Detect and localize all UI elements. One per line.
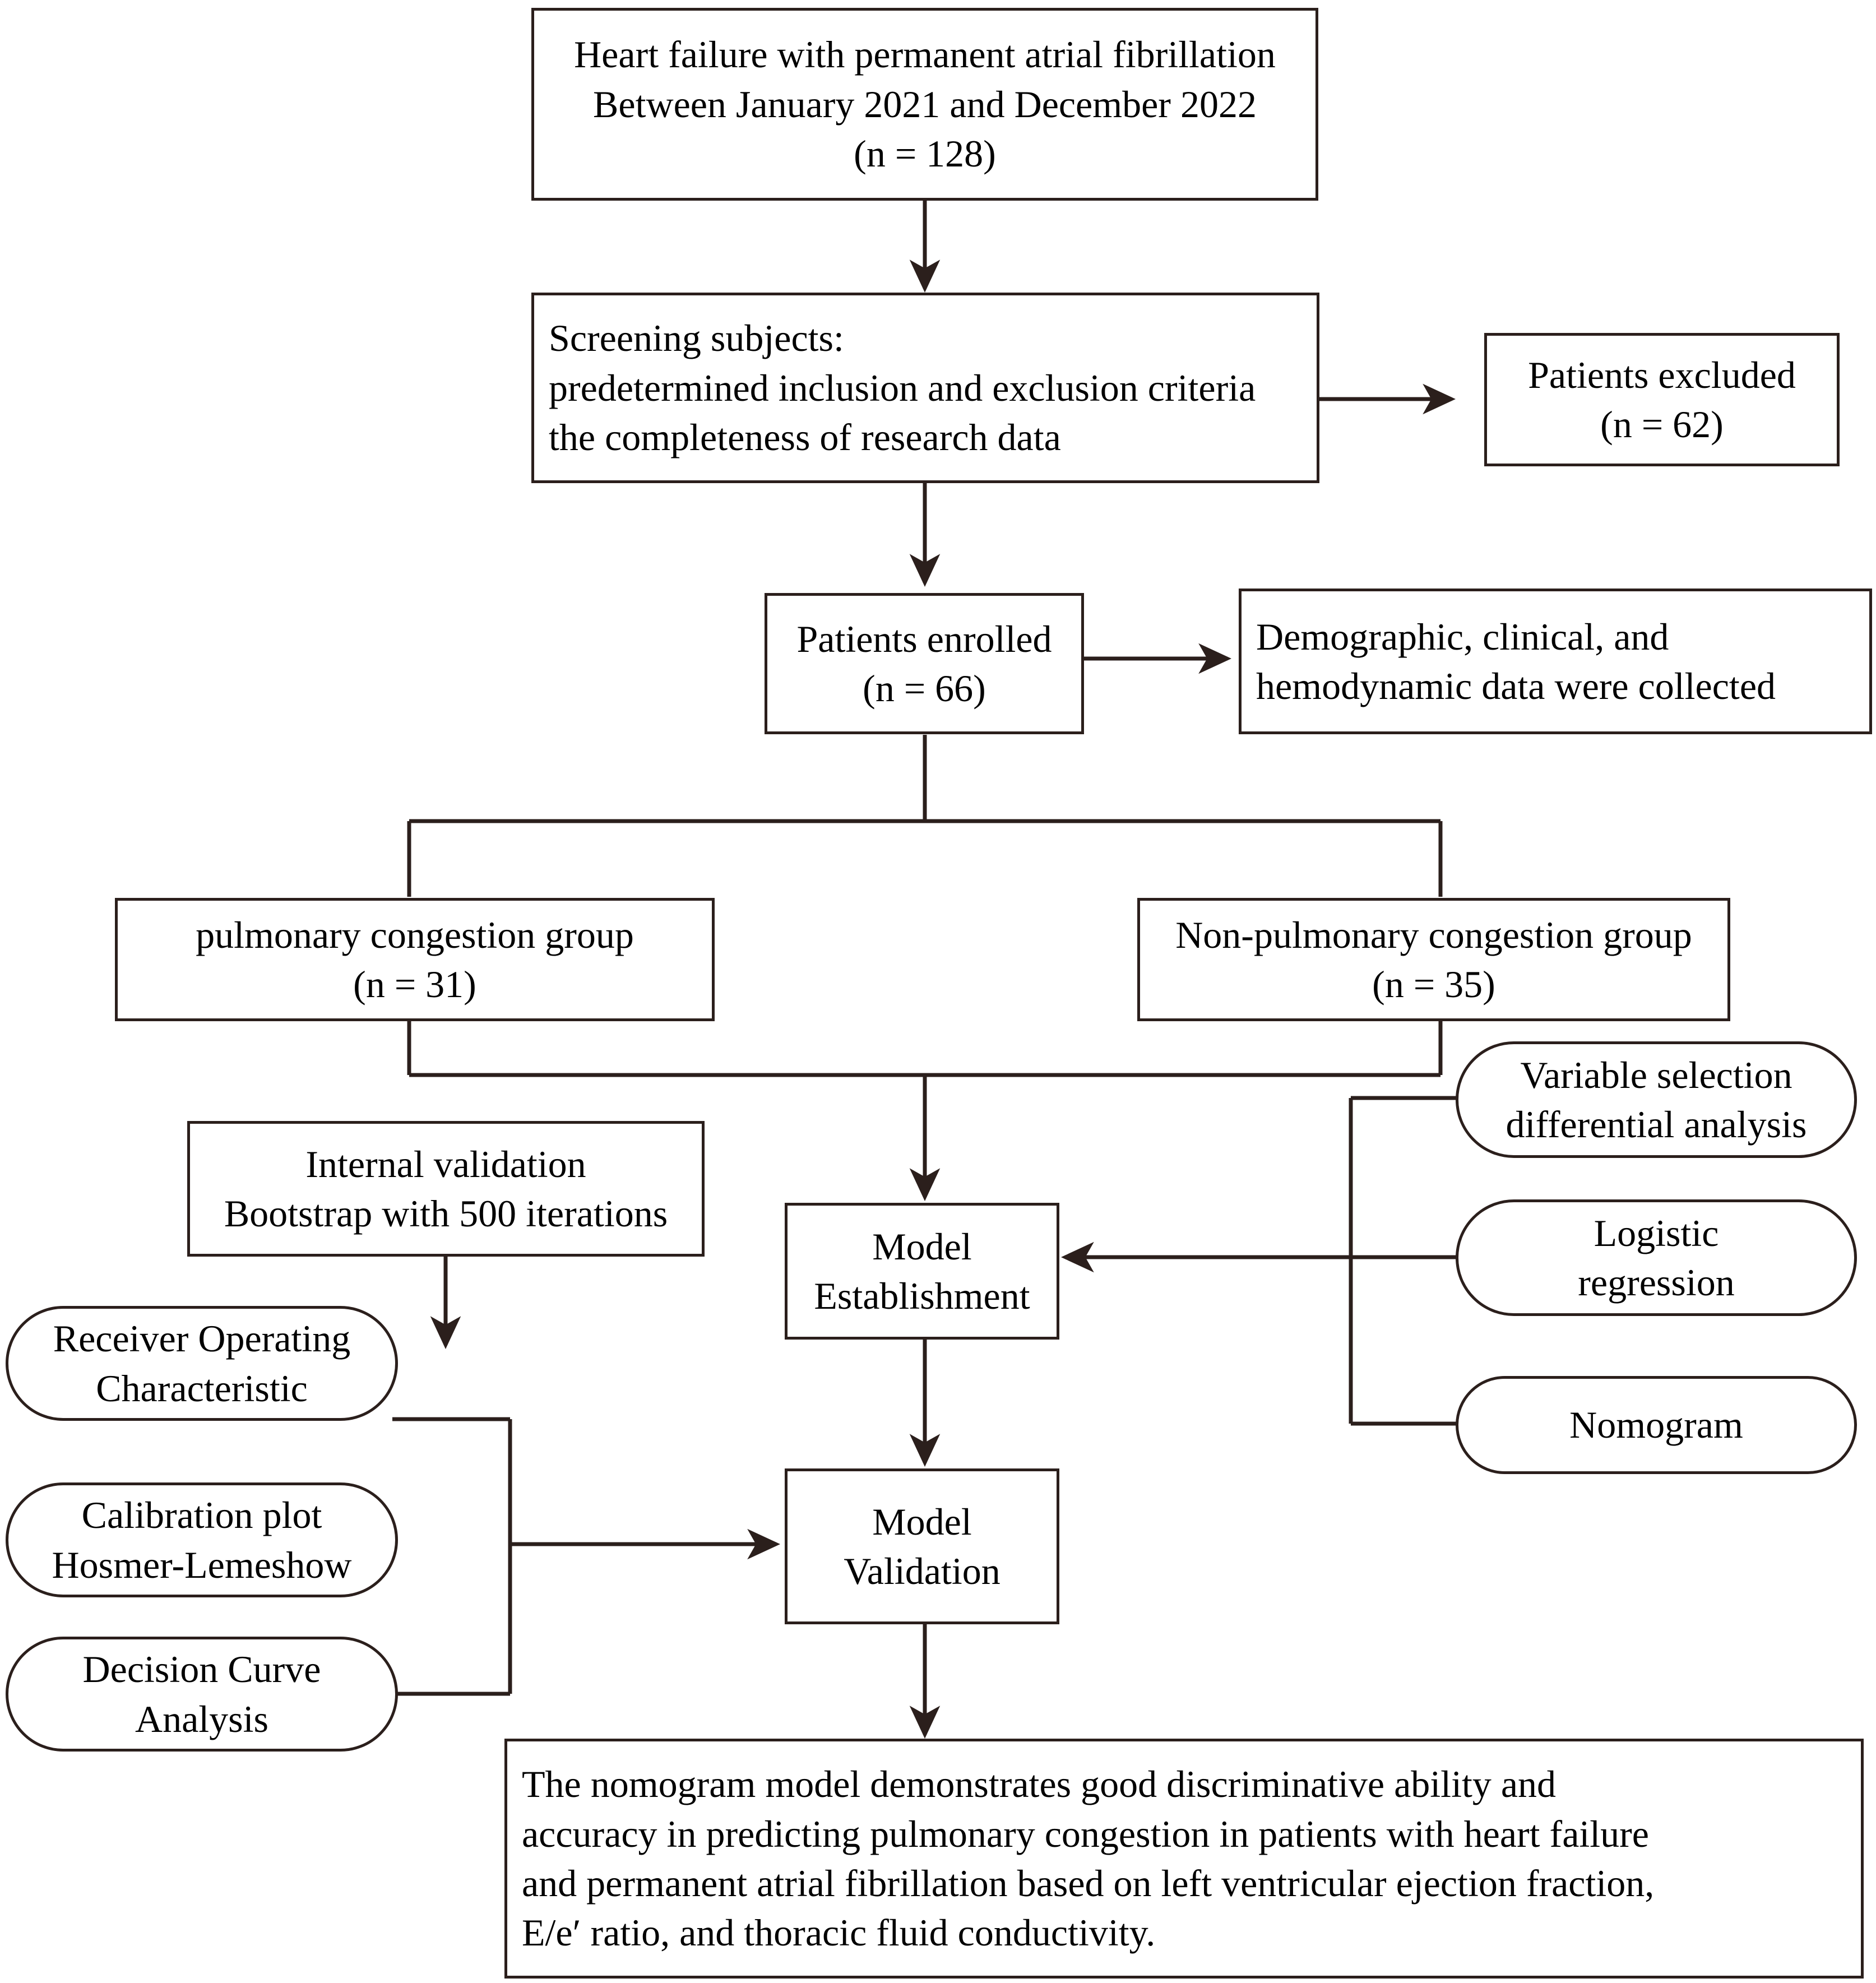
node-model-validation[interactable]: Model Validation	[785, 1468, 1059, 1624]
source-population-line1: Heart failure with permanent atrial fibr…	[574, 33, 1276, 76]
node-conclusion[interactable]: The nomogram model demonstrates good dis…	[504, 1739, 1864, 1979]
non-congestion-group-line2: (n = 35)	[1372, 963, 1495, 1006]
node-patients-excluded[interactable]: Patients excluded (n = 62)	[1484, 333, 1840, 466]
node-nomogram[interactable]: Nomogram	[1456, 1376, 1857, 1474]
node-logistic-regression[interactable]: Logistic regression	[1456, 1199, 1857, 1316]
roc-line2: Characteristic	[96, 1366, 308, 1410]
roc-line1: Receiver Operating	[53, 1317, 351, 1360]
conclusion-line4: E/e′ ratio, and thoracic fluid conductiv…	[522, 1911, 1156, 1954]
node-calibration-plot[interactable]: Calibration plot Hosmer-Lemeshow	[6, 1482, 398, 1597]
conclusion-line3: and permanent atrial fibrillation based …	[522, 1862, 1655, 1905]
congestion-group-line1: pulmonary congestion group	[196, 913, 634, 956]
node-variable-selection[interactable]: Variable selection differential analysis	[1456, 1041, 1857, 1158]
variable-selection-line2: differential analysis	[1506, 1103, 1807, 1146]
excluded-line1: Patients excluded	[1528, 353, 1796, 396]
logistic-line1: Logistic	[1594, 1211, 1719, 1254]
enrolled-line1: Patients enrolled	[796, 617, 1052, 660]
congestion-group-line2: (n = 31)	[353, 963, 476, 1006]
variable-selection-line1: Variable selection	[1520, 1053, 1792, 1096]
internal-validation-line2: Bootstrap with 500 iterations	[224, 1192, 668, 1235]
calibration-line1: Calibration plot	[81, 1494, 322, 1537]
data-collected-line1: Demographic, clinical, and	[1256, 615, 1669, 658]
model-validation-line1: Model	[872, 1500, 972, 1543]
calibration-line2: Hosmer-Lemeshow	[52, 1543, 352, 1586]
excluded-line2: (n = 62)	[1600, 403, 1724, 446]
source-population-line3: (n = 128)	[854, 132, 996, 175]
model-establishment-line1: Model	[872, 1225, 972, 1268]
node-model-establishment[interactable]: Model Establishment	[785, 1203, 1059, 1340]
data-collected-line2: hemodynamic data were collected	[1256, 665, 1776, 707]
node-roc[interactable]: Receiver Operating Characteristic	[6, 1306, 398, 1421]
model-validation-line2: Validation	[844, 1550, 1000, 1592]
enrolled-line2: (n = 66)	[863, 667, 986, 710]
node-source-population[interactable]: Heart failure with permanent atrial fibr…	[531, 8, 1318, 201]
dca-line1: Decision Curve	[82, 1648, 321, 1691]
internal-validation-line1: Internal validation	[305, 1142, 586, 1185]
source-population-line2: Between January 2021 and December 2022	[593, 82, 1257, 126]
node-screening-subjects[interactable]: Screening subjects: predetermined inclus…	[531, 293, 1319, 483]
model-establishment-line2: Establishment	[814, 1275, 1030, 1317]
node-internal-validation[interactable]: Internal validation Bootstrap with 500 i…	[187, 1121, 705, 1257]
nomogram-line1: Nomogram	[1569, 1403, 1743, 1447]
non-congestion-group-line1: Non-pulmonary congestion group	[1175, 913, 1692, 956]
node-data-collected[interactable]: Demographic, clinical, and hemodynamic d…	[1239, 589, 1872, 734]
node-non-pulmonary-congestion-group[interactable]: Non-pulmonary congestion group (n = 35)	[1137, 898, 1730, 1021]
node-decision-curve-analysis[interactable]: Decision Curve Analysis	[6, 1637, 398, 1752]
conclusion-line1: The nomogram model demonstrates good dis…	[522, 1763, 1557, 1806]
screening-line1: Screening subjects:	[549, 317, 844, 360]
logistic-line2: regression	[1578, 1261, 1735, 1304]
screening-line3: the completeness of research data	[549, 416, 1061, 459]
node-patients-enrolled[interactable]: Patients enrolled (n = 66)	[765, 593, 1084, 734]
dca-line2: Analysis	[135, 1697, 268, 1740]
screening-line2: predetermined inclusion and exclusion cr…	[549, 366, 1256, 409]
node-pulmonary-congestion-group[interactable]: pulmonary congestion group (n = 31)	[115, 898, 715, 1021]
conclusion-line2: accuracy in predicting pulmonary congest…	[522, 1812, 1649, 1855]
